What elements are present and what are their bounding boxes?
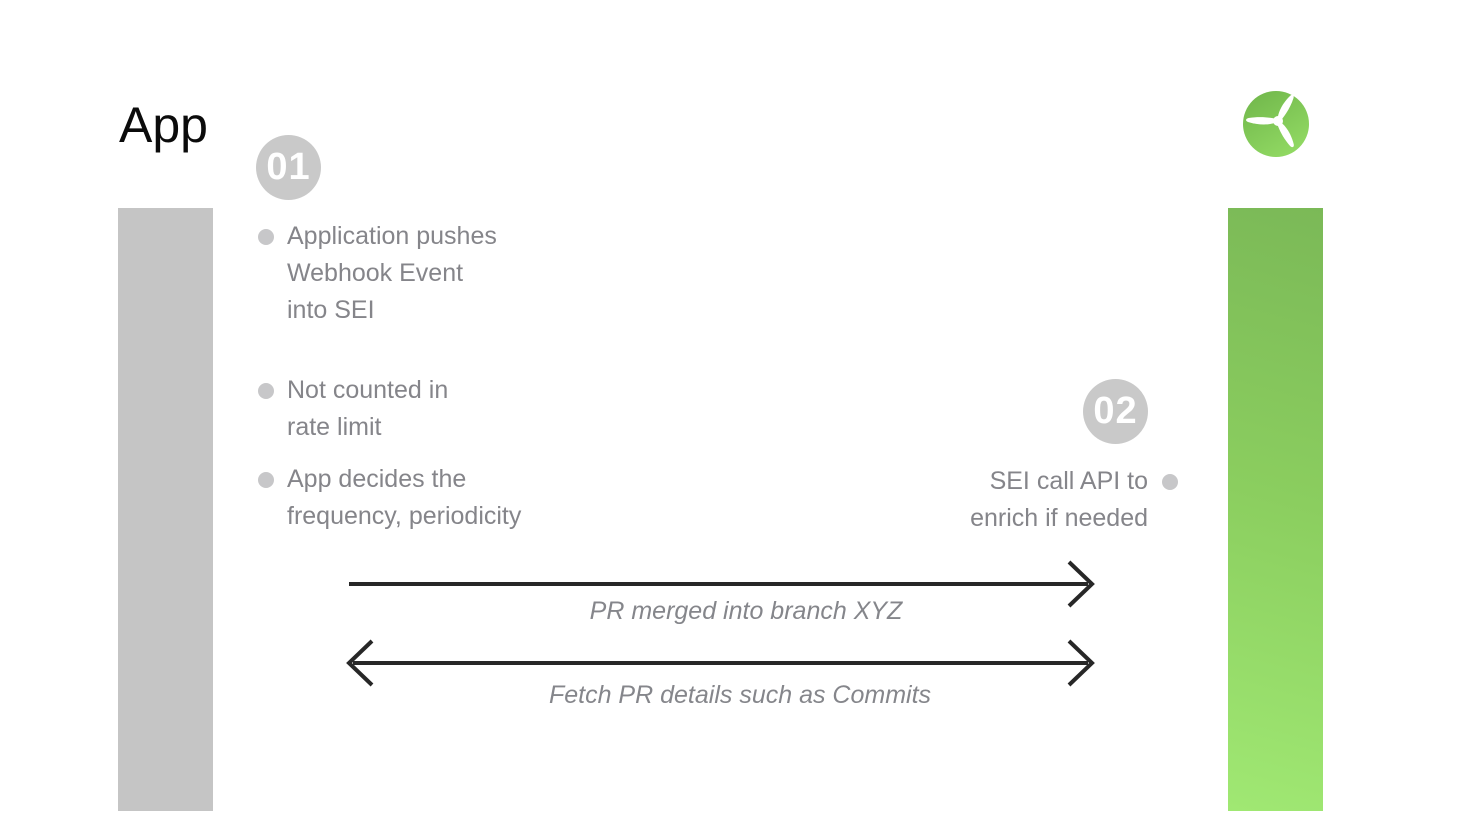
sei-lane-bar (1228, 208, 1323, 811)
step-2-bullet-item: SEI call API to enrich if needed (970, 463, 1178, 537)
page-title: App (119, 97, 208, 153)
list-item: Not counted in rate limit (258, 372, 521, 446)
backward-arrow-label: Fetch PR details such as Commits (548, 681, 932, 709)
bullet-icon (258, 229, 274, 245)
app-lane-bar (118, 208, 213, 811)
bidirectional-arrow (346, 639, 1095, 687)
forward-arrow-label: PR merged into branch XYZ (589, 597, 903, 625)
bullet-icon (1162, 474, 1178, 490)
step-2-badge: 02 (1083, 379, 1148, 444)
turbine-logo-icon (1243, 91, 1309, 157)
step-1-bullet-list: Application pushes Webhook Event into SE… (258, 218, 521, 535)
list-item: Application pushes Webhook Event into SE… (258, 218, 521, 329)
step-1-badge: 01 (256, 135, 321, 200)
bullet-icon (258, 383, 274, 399)
bullet-label: App decides the frequency, periodicity (287, 465, 522, 530)
bullet-label: Not counted in rate limit (287, 376, 449, 441)
bullet-icon (258, 472, 274, 488)
bullet-label: SEI call API to enrich if needed (970, 467, 1148, 532)
list-item: App decides the frequency, periodicity (258, 461, 521, 535)
bullet-label: Application pushes Webhook Event into SE… (287, 222, 497, 324)
